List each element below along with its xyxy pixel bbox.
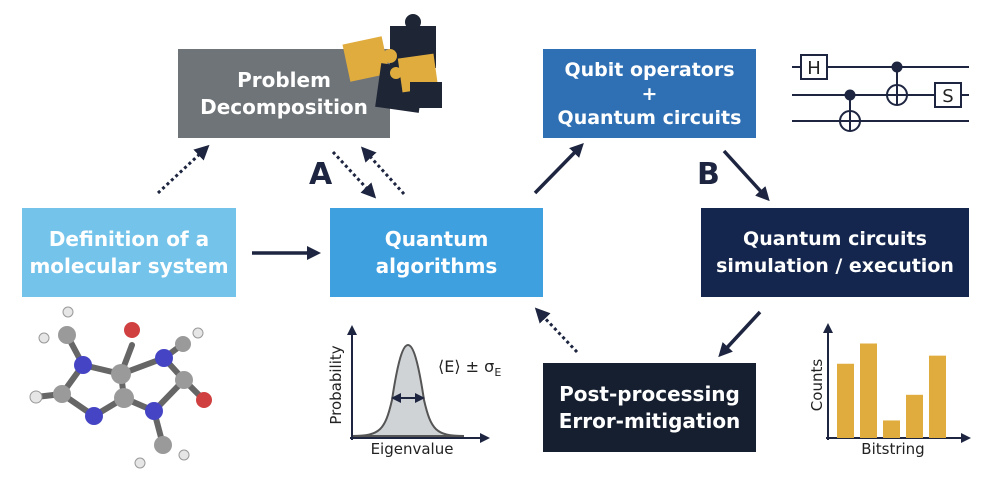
bitstring-label: Bitstring <box>861 440 924 458</box>
annotation-sub: E <box>494 366 501 379</box>
histogram-bars <box>837 343 946 438</box>
h-gate-label: H <box>807 58 821 79</box>
arrow-qalg-to-problem-dotted <box>360 146 406 196</box>
post-processing-box: Post-processing Error-mitigation <box>543 363 756 452</box>
post-line2: Error-mitigation <box>558 408 741 433</box>
definition-line1: Definition of a <box>48 226 210 251</box>
s-gate <box>934 82 962 108</box>
h-gate <box>800 54 828 80</box>
qalg-line1: Quantum <box>384 226 489 251</box>
arrow-def-to-problem-dotted <box>156 144 210 195</box>
qubit-line1: Qubit operators <box>564 58 735 81</box>
definition-molecular-system-box: Definition of a molecular system <box>22 208 236 297</box>
qcsim-line2: simulation / execution <box>716 254 954 277</box>
eigenvalue-label: Eigenvalue <box>371 440 454 458</box>
label-a: A <box>309 157 333 192</box>
histogram-plot: Counts Bitstring <box>808 323 971 458</box>
qubit-operators-box: Qubit operators + Quantum circuits <box>543 49 756 138</box>
probability-label: Probability <box>327 345 345 424</box>
histogram-bar <box>860 343 877 438</box>
post-line1: Post-processing <box>559 381 740 406</box>
arrow-qubit-to-qcsim <box>722 149 770 202</box>
annotation-main: ⟨E⟩ ± σ <box>438 357 494 376</box>
qubit-line3: Quantum circuits <box>557 106 742 129</box>
expectation-annotation: ⟨E⟩ ± σE <box>438 357 501 379</box>
label-b: B <box>697 157 720 192</box>
arrow-post-to-qalg-dotted <box>534 307 579 354</box>
problem-line2: Decomposition <box>200 94 368 119</box>
histogram-bar <box>906 394 923 438</box>
s-gate-label: S <box>942 86 953 107</box>
distribution-curve <box>351 343 465 437</box>
histogram-bar <box>837 363 854 438</box>
quantum-algorithms-box: Quantum algorithms <box>330 208 543 297</box>
circuit-simulation-box: Quantum circuits simulation / execution <box>701 208 969 297</box>
arrow-problem-to-qalg-dotted <box>331 150 377 199</box>
arrow-qcsim-to-post <box>718 310 762 358</box>
qcsim-line1: Quantum circuits <box>743 227 927 250</box>
arrows <box>156 142 770 358</box>
histogram-bar <box>883 420 900 438</box>
arrow-qalg-to-qubit <box>533 142 584 195</box>
qubit-line2: + <box>641 82 658 105</box>
molecule-atoms <box>29 306 212 469</box>
definition-line2: molecular system <box>29 253 229 278</box>
histogram-bar <box>929 355 946 438</box>
qalg-line2: algorithms <box>375 253 498 278</box>
puzzle-icon <box>342 14 442 113</box>
quantum-circuit-icon <box>792 54 969 132</box>
counts-label: Counts <box>808 359 826 412</box>
problem-line1: Problem <box>237 67 331 92</box>
distribution-plot: Probability Eigenvalue ⟨E⟩ ± σE <box>327 325 501 458</box>
